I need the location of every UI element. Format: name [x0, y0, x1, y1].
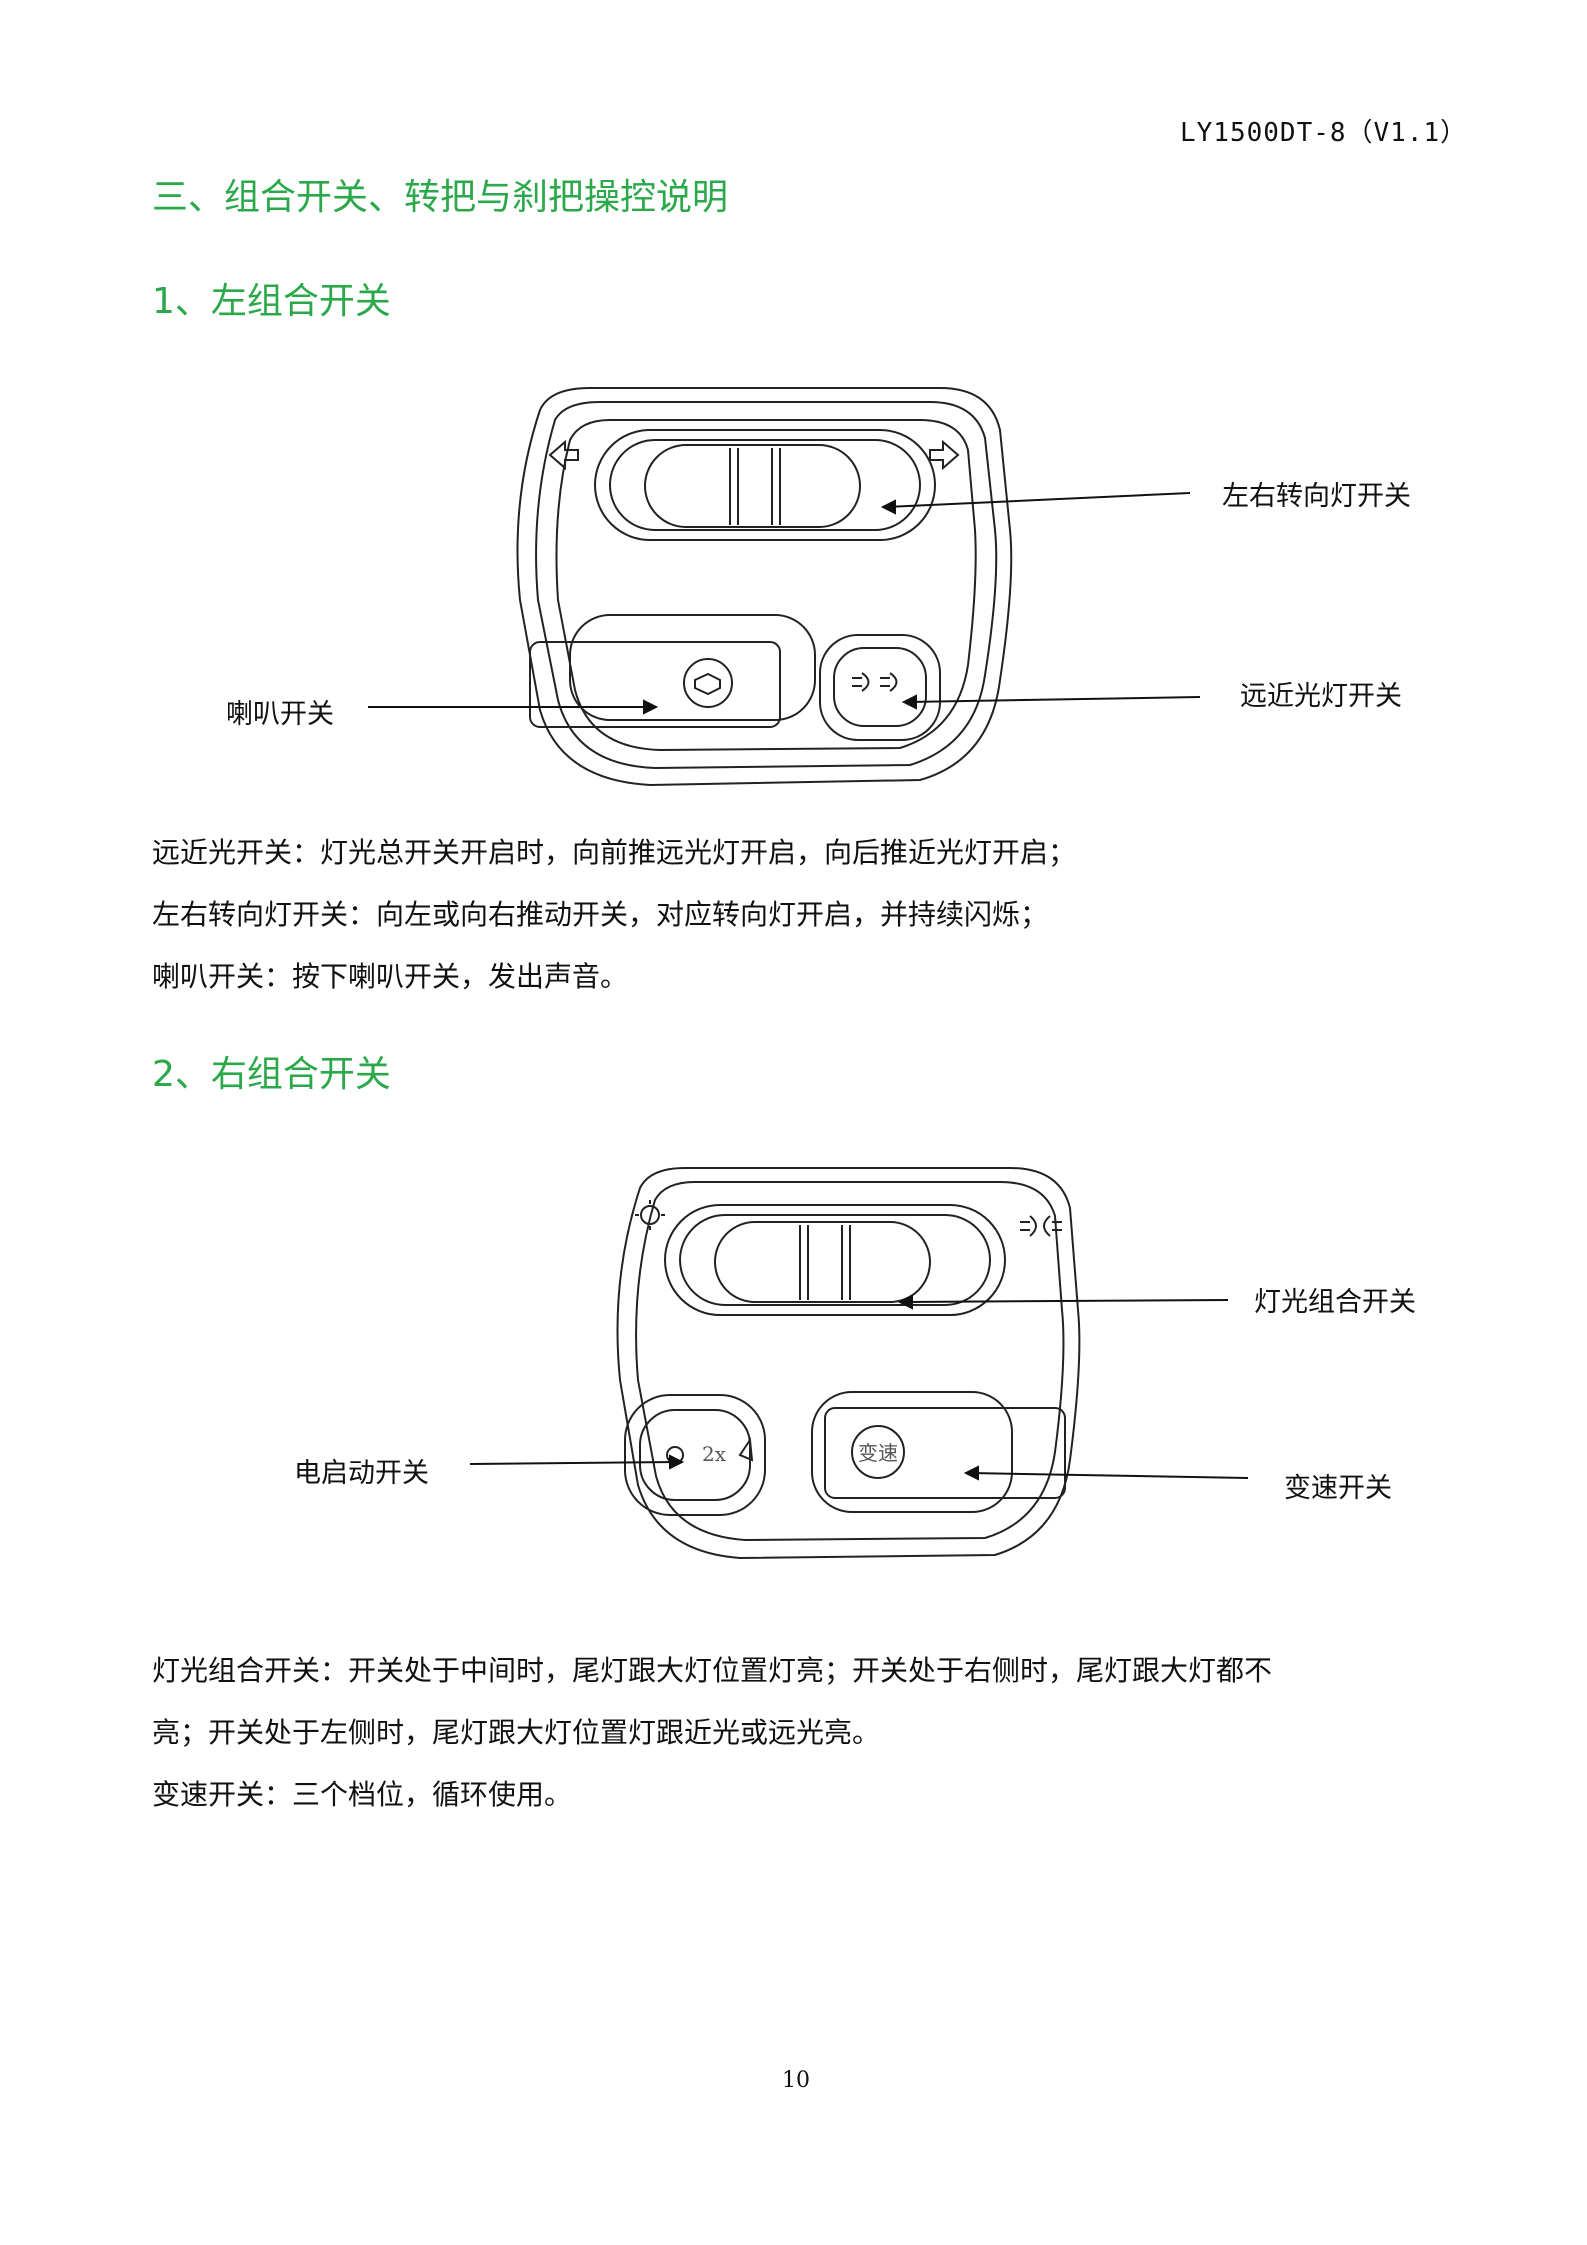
right-switch-description-2: 亮；开关处于左侧时，尾灯跟大灯位置灯跟近光或远光亮。	[152, 1716, 881, 1749]
beam-switch-label: 远近光灯开关	[1240, 681, 1402, 712]
section-title: 三、组合开关、转把与刹把操控说明	[152, 177, 729, 218]
gear-button-text: 变速	[858, 1441, 898, 1465]
turn-switch-label: 左右转向灯开关	[1222, 481, 1411, 512]
left-switch-description-3: 喇叭开关：按下喇叭开关，发出声音。	[152, 960, 629, 993]
light-switch-label: 灯光组合开关	[1254, 1287, 1416, 1318]
left-switch-description-2: 左右转向灯开关：向左或向右推动开关，对应转向灯开启，并持续闪烁；	[152, 898, 1049, 931]
start-button-text: 2x	[702, 1442, 727, 1466]
right-switch-heading: 2、右组合开关	[152, 1054, 391, 1095]
doc-id: LY1500DT-8（V1.1）	[1180, 118, 1468, 148]
right-switch-description-3: 变速开关：三个档位，循环使用。	[152, 1778, 573, 1811]
horn-switch-label: 喇叭开关	[226, 699, 334, 730]
left-switch-figure	[516, 387, 1013, 787]
left-switch-description-1: 远近光开关：灯光总开关开启时，向前推远光灯开启，向后推近光灯开启；	[152, 836, 1077, 869]
gear-switch-label: 变速开关	[1284, 1473, 1392, 1504]
left-switch-heading: 1、左组合开关	[152, 281, 391, 322]
right-leader-lines	[469, 1294, 1249, 1481]
right-switch-description-1: 灯光组合开关：开关处于中间时，尾灯跟大灯位置灯亮；开关处于右侧时，尾灯跟大灯都不	[152, 1654, 1273, 1687]
start-switch-label: 电启动开关	[294, 1458, 429, 1489]
page-number: 10	[782, 2068, 810, 2093]
right-switch-figure: 2x 变速	[616, 1167, 1081, 1560]
left-leader-lines	[368, 492, 1201, 715]
